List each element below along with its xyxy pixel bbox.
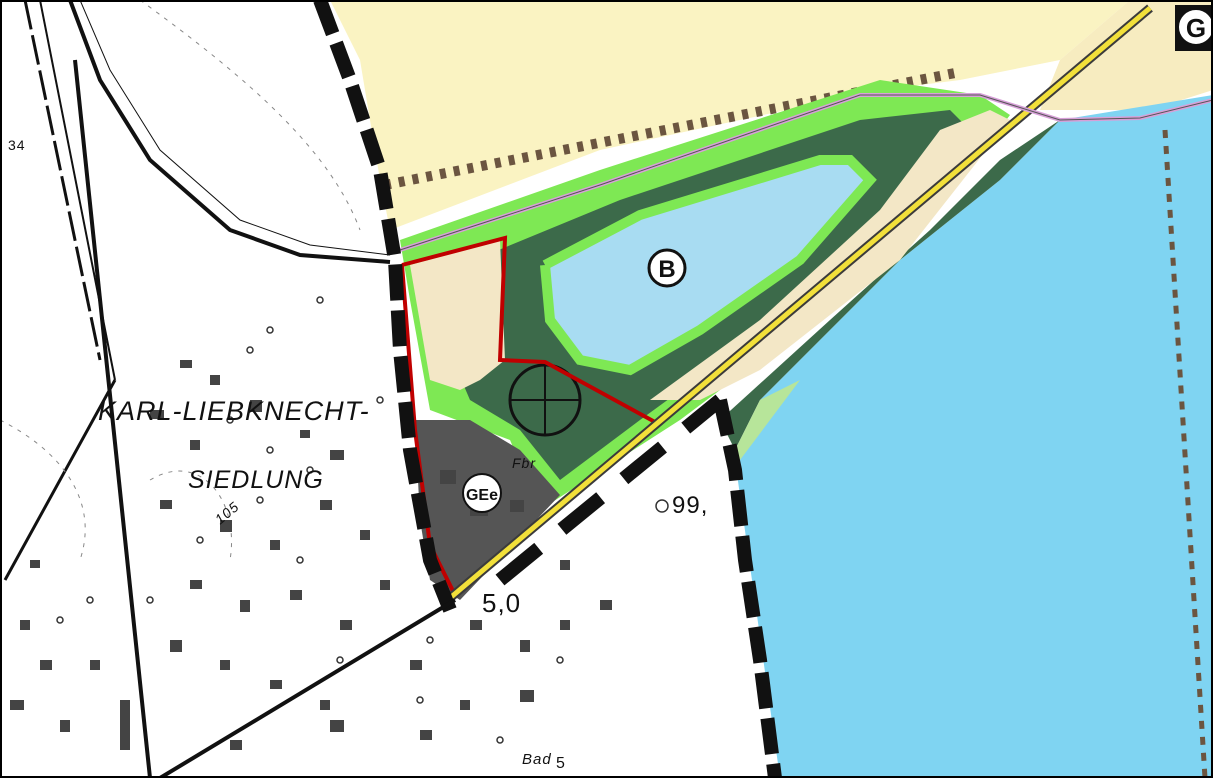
main-road: [448, 6, 1152, 600]
contour-3: [0, 419, 86, 561]
right-boundary: [1162, 129, 1208, 778]
agriculture-area-right: [1040, 0, 1213, 110]
railway-curve: [68, 0, 391, 264]
railway-curve-2: [79, 0, 391, 256]
sand-strip: [650, 110, 1010, 400]
pond-border: [540, 155, 877, 376]
railway-main: [73, 59, 152, 778]
pond: [545, 160, 870, 370]
footpath-outline: [399, 94, 1213, 251]
dashed-boundary-lake: [713, 398, 782, 778]
district-name-line1: KARL-LIEBKNECHT-: [98, 396, 370, 426]
elevation-99-marker: [655, 499, 669, 513]
badge-ge-circle: [462, 473, 502, 513]
railway-left: [3, 379, 117, 581]
elevation-99: 99,: [672, 492, 708, 519]
label-bad: Bad: [522, 751, 552, 768]
railway-side-2: [39, 0, 116, 381]
district-name-line2: SIEDLUNG: [188, 466, 324, 494]
elevation-5: 5,0: [482, 588, 521, 618]
label-34: 34: [8, 137, 26, 153]
badge-g-circle: [1177, 8, 1213, 46]
dashed-boundary-left: [313, 0, 457, 613]
badge-b-label: B: [658, 256, 675, 283]
badge-b-circle: [647, 248, 687, 288]
badge-ge-label: GEe: [466, 487, 498, 504]
shore-light: [735, 380, 800, 460]
railway-side: [23, 0, 102, 361]
tree-dots: [56, 296, 564, 744]
label-fbr: Fbr: [512, 455, 536, 471]
settlement-houses: [10, 360, 612, 750]
light-plot: [410, 240, 505, 390]
badge-g-label: G: [1186, 13, 1206, 43]
lake-main: [735, 95, 1213, 778]
dashed-boundary-road: [495, 394, 725, 586]
label-bad-number: 5: [556, 755, 566, 772]
contour-1: [139, 0, 361, 231]
street-diagonal: [158, 598, 457, 778]
shore-strip: [720, 120, 1060, 450]
